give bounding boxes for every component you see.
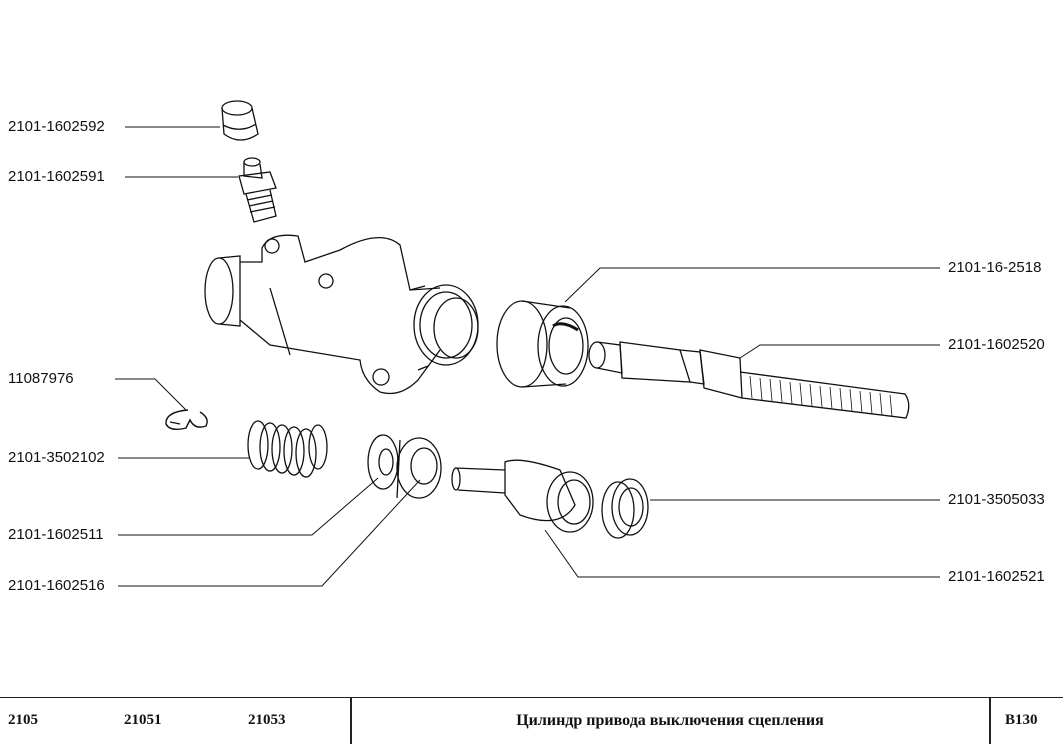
washers [367,434,442,499]
pushrod [588,341,910,419]
dust-boot [496,300,589,388]
label-clip: 11087976 [8,370,74,387]
footer-divider [350,698,352,744]
label-washer-large: 2101-1602516 [8,577,105,594]
label-spring: 2101-3502102 [8,449,105,466]
label-washer-small: 2101-1602511 [8,526,104,543]
bleeder-screw [238,157,277,223]
footer-divider [989,698,991,744]
retaining-clip [165,409,208,431]
label-cap: 2101-1602592 [8,118,105,135]
leader-lines [115,126,940,587]
model-21051: 21051 [124,712,162,728]
label-piston: 2101-1602521 [948,568,1045,585]
model-2105: 2105 [8,712,38,728]
bleeder-cap [221,100,259,141]
exploded-view-drawing [115,100,940,587]
page-code: B130 [1005,712,1038,728]
label-boot: 2101-16-2518 [948,259,1042,276]
cylinder-body [204,234,479,395]
page-title: Цилиндр привода выключения сцепления [516,712,824,729]
seal-ring [601,478,649,539]
footer-bar: 2105 21051 21053 Цилиндр привода выключе… [0,697,1063,744]
piston [451,459,594,533]
label-bleeder: 2101-1602591 [8,168,105,185]
spring [247,420,328,478]
model-21053: 21053 [248,712,286,728]
label-pushrod: 2101-1602520 [948,336,1045,353]
label-seal: 2101-3505033 [948,491,1045,508]
